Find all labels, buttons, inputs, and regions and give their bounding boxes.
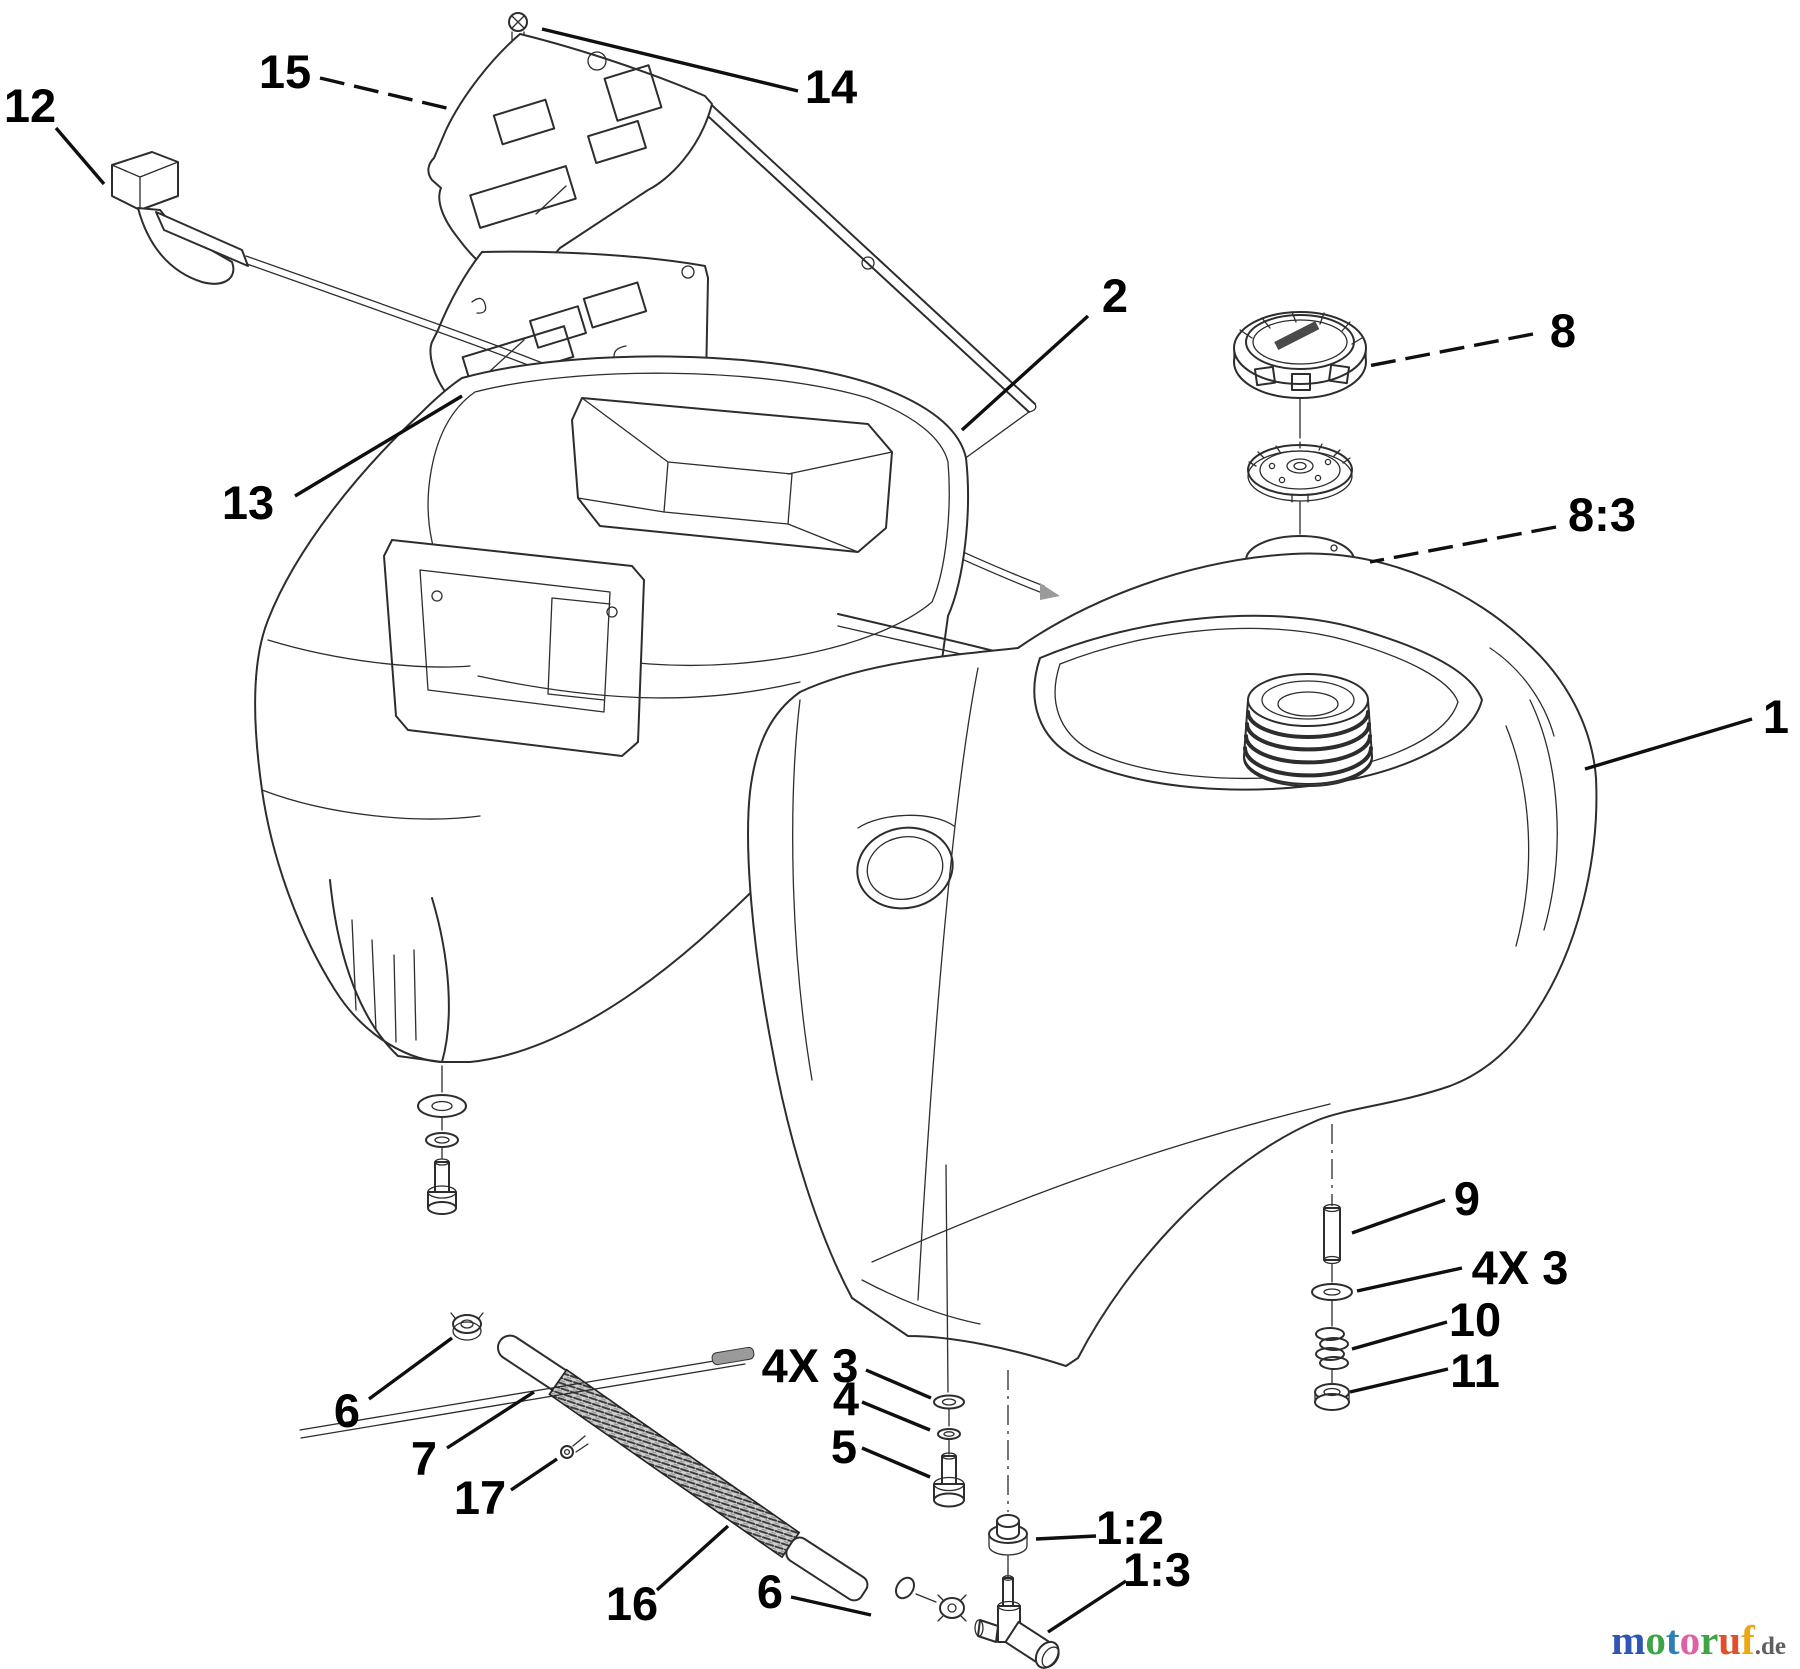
filler-neck [1243,673,1373,787]
motoruf-logo-letters: motoruf [1611,1617,1754,1663]
callout-8-3-label: 8:3 [1568,488,1636,541]
elbow-fitting [974,1575,1060,1669]
cable-spring-assembly [299,1312,967,1622]
cable-rod-tip [711,1346,755,1366]
callout-4-leader [861,1400,931,1432]
logo-letter: u [1718,1617,1742,1663]
callout-16-leader [655,1524,730,1592]
callout-17-label: 17 [454,1471,506,1524]
callout-6-left-leader [367,1336,454,1401]
fuel-tank [747,552,1598,1367]
adjuster-screw [560,1435,589,1459]
control-panel-upper-plate [427,33,713,286]
tank-fastener-stack [1311,1124,1353,1411]
callout-1-3-label: 1:3 [1123,1543,1191,1596]
push-clip [937,1594,967,1622]
callout-10-leader [1351,1320,1448,1351]
logo-letter: m [1611,1617,1646,1663]
cover-upper-well [571,397,893,553]
cover-left-fastener-stack [417,1065,467,1215]
logo-letter: t [1665,1617,1680,1663]
callout-12-label: 12 [4,79,56,132]
motoruf-logo-suffix: .de [1754,1633,1786,1660]
callout-1-2-leader [1035,1534,1097,1541]
bolt [933,1452,965,1508]
callout-9-label: 9 [1454,1172,1480,1225]
callout-6-right-label: 6 [757,1565,783,1618]
callout-8-3-leader [1369,525,1557,564]
logo-letter: r [1700,1617,1719,1663]
logo-letter: f [1741,1617,1755,1663]
spring-end-tube [785,1536,869,1602]
callout-4x3-mid-label: 4X 3 [762,1339,859,1392]
cap-gasket [1247,441,1353,535]
callout-16-label: 16 [606,1577,658,1630]
callout-7-label: 7 [411,1432,437,1485]
logo-letter: o [1679,1617,1701,1663]
callout-15-label: 15 [259,45,311,98]
callout-1-3-leader [1047,1579,1127,1634]
center-fastener-stack [933,1164,965,1508]
callout-6-right-leader [790,1595,872,1617]
callout-12-leader [54,126,106,186]
grommet [988,1514,1028,1556]
console-rear-wing [696,96,1037,479]
callout-11-label: 11 [1450,1344,1500,1397]
callout-2-label: 2 [1102,269,1128,322]
callout-4x3-mid-leader [865,1368,932,1400]
callout-1-label: 1 [1763,690,1789,743]
callout-14-leader [541,27,799,93]
fuel-cap [1233,311,1367,439]
throttle-lever [111,151,249,285]
callout-15-leader [319,76,456,112]
body-cover [254,355,1060,1063]
cable-nut [450,1312,484,1341]
callout-4x3-right-label: 4X 3 [1472,1241,1569,1294]
callout-1-2-label: 1:2 [1096,1501,1164,1554]
return-spring [548,1368,801,1559]
callout-14-label: 14 [805,60,857,113]
cover-lower-well [383,539,645,757]
callout-9-leader [1351,1198,1446,1235]
callout-1-leader [1584,717,1753,771]
callout-5-label: 5 [831,1420,857,1473]
callout-13-label: 13 [222,476,274,529]
cap-print [1274,321,1320,351]
callout-13-leader [294,394,463,498]
callout-6-left-label: 6 [334,1384,360,1437]
callout-4-label: 4 [833,1372,859,1425]
callout-10-label: 10 [1449,1293,1501,1346]
callout-4x3-right-leader [1356,1266,1463,1293]
bolt [427,1158,457,1215]
small-spring [1315,1327,1349,1370]
nut [1314,1383,1350,1411]
cable-tip [1040,583,1060,600]
callout-8-leader [1367,332,1534,368]
motoruf-logo: motoruf.de [1611,1620,1786,1661]
callout-8-label: 8 [1550,304,1576,357]
logo-letter: o [1645,1617,1666,1663]
callout-7-leader [446,1390,535,1450]
callout-5-leader [861,1446,931,1479]
cover-bottom-fin [329,879,450,1063]
callout-2-leader [960,314,1090,432]
grommet-elbow-stack [974,1370,1060,1669]
callout-11-leader [1349,1367,1449,1394]
callout-17-leader [510,1457,558,1492]
